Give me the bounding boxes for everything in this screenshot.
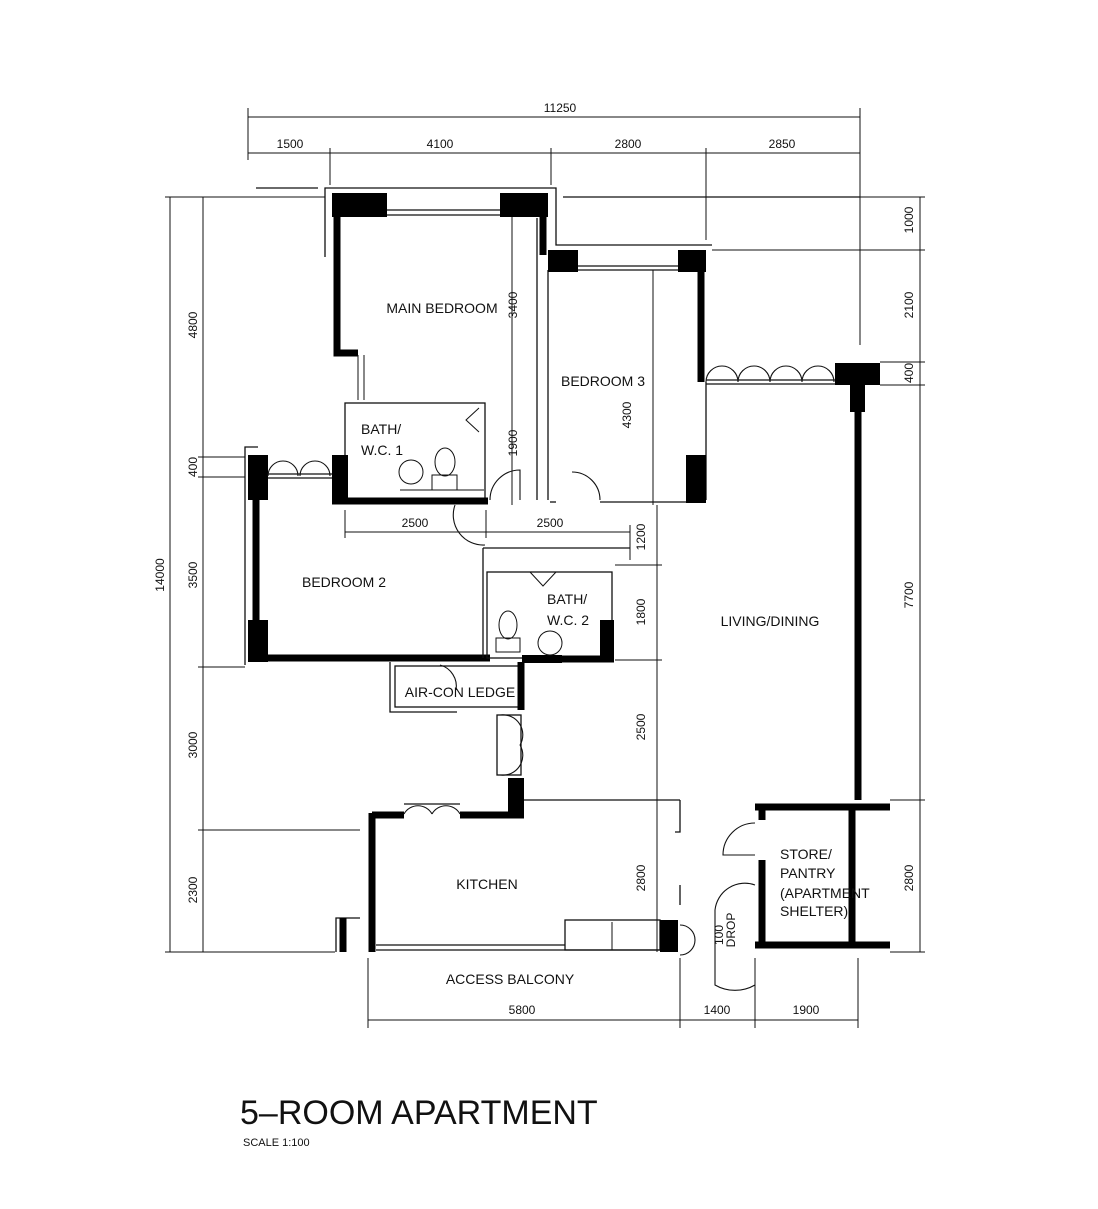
label-drop: DROP (724, 913, 738, 948)
plan-title: 5–ROOM APARTMENT (240, 1094, 598, 1132)
dim-left-3: 3500 (186, 561, 200, 588)
label-bedroom-2: BEDROOM 2 (302, 574, 386, 590)
label-store-4: SHELTER) (780, 903, 848, 919)
dim-right-3: 400 (902, 363, 916, 383)
dim-bottom-1: 5800 (509, 1003, 536, 1017)
dim-bottom-3: 1900 (793, 1003, 820, 1017)
label-bath2-line2: W.C. 2 (547, 612, 589, 628)
label-living-dining: LIVING/DINING (721, 613, 820, 629)
dim-top-4: 2850 (769, 137, 796, 151)
dim-bed3: 4300 (620, 401, 634, 428)
dim-left-1: 4800 (186, 311, 200, 338)
dim-left-2: 400 (186, 457, 200, 477)
room-labels: MAIN BEDROOM BEDROOM 3 BATH/ W.C. 1 BEDR… (302, 300, 870, 987)
dim-corridor-b: 2500 (537, 516, 564, 530)
dim-left-5: 2300 (186, 876, 200, 903)
dim-right-1: 1000 (902, 206, 916, 233)
dim-bottom-2: 1400 (704, 1003, 731, 1017)
label-main-bedroom: MAIN BEDROOM (386, 300, 497, 316)
dimension-labels: 11250 1500 4100 2800 2850 14000 4800 400… (153, 101, 916, 1017)
dim-left-total: 14000 (153, 558, 167, 592)
dim-top-total: 11250 (544, 101, 577, 115)
dim-left-4: 3000 (186, 731, 200, 758)
walls (244, 187, 890, 952)
dim-2500: 2500 (634, 713, 648, 740)
label-bedroom-3: BEDROOM 3 (561, 373, 645, 389)
dim-1800: 1800 (634, 598, 648, 625)
label-kitchen: KITCHEN (456, 876, 517, 892)
label-drop-value: 100 (712, 925, 726, 945)
plan-scale: SCALE 1:100 (243, 1137, 310, 1149)
label-bath1-line2: W.C. 1 (361, 442, 403, 458)
doors (267, 365, 835, 991)
dim-main-bed: 3400 (506, 291, 520, 318)
dim-2800: 2800 (634, 864, 648, 891)
dim-right-5: 2800 (902, 864, 916, 891)
dim-1200: 1200 (634, 523, 648, 550)
dim-corridor-a: 2500 (402, 516, 429, 530)
label-aircon-ledge: AIR-CON LEDGE (405, 684, 515, 700)
dim-right-4: 7700 (902, 581, 916, 608)
label-store-3: (APARTMENT (780, 885, 870, 901)
label-bath2-line1: BATH/ (547, 591, 587, 607)
label-access-balcony: ACCESS BALCONY (446, 971, 575, 987)
label-store-2: PANTRY (780, 865, 836, 881)
dim-top-3: 2800 (615, 137, 642, 151)
dim-bath1: 1900 (506, 429, 520, 456)
label-bath1-line1: BATH/ (361, 421, 401, 437)
label-store-1: STORE/ (780, 846, 832, 862)
dim-right-2: 2100 (902, 291, 916, 318)
dim-top-1: 1500 (277, 137, 304, 151)
dim-top-2: 4100 (427, 137, 454, 151)
